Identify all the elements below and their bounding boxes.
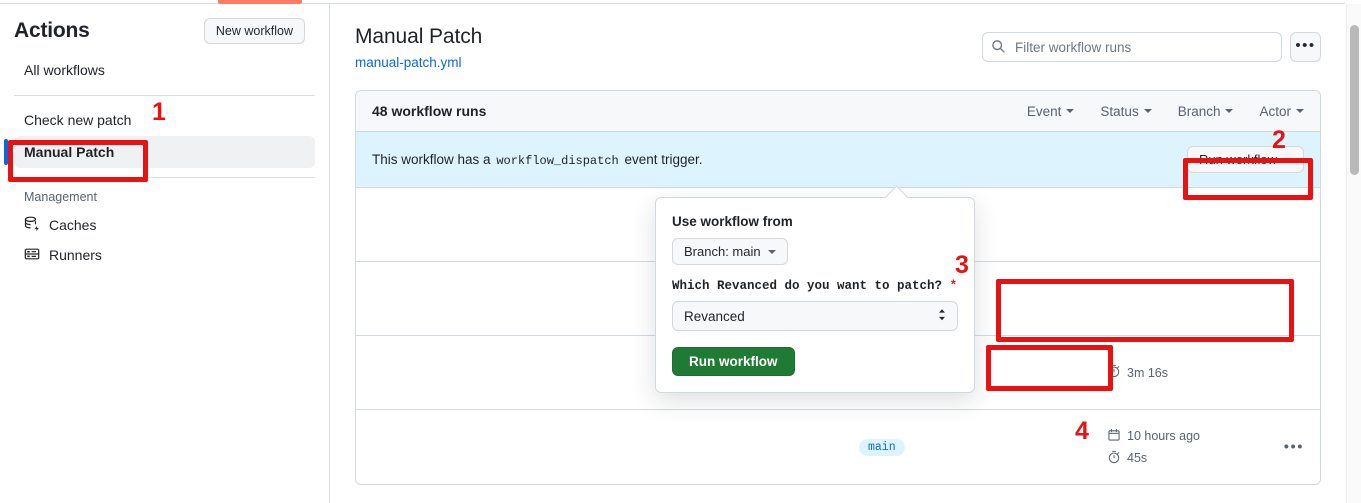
stopwatch-icon (1107, 364, 1121, 381)
filter-actor[interactable]: Actor (1259, 104, 1304, 119)
sidebar-group-management: Management (24, 190, 97, 204)
branch-badge[interactable]: main (859, 438, 905, 456)
new-workflow-button[interactable]: New workflow (203, 18, 305, 44)
sidebar-header: Actions New workflow (0, 4, 329, 54)
filter-branch[interactable]: Branch (1178, 104, 1234, 119)
run-timestamp-text: 10 hours ago (1127, 429, 1200, 444)
run-duration: 3m 16s (1107, 364, 1304, 381)
filter-event[interactable]: Event (1027, 104, 1075, 119)
sidebar-item-runners[interactable]: Runners (14, 240, 315, 270)
sidebar: Actions New workflow All workflows Check… (0, 4, 330, 503)
required-marker: * (949, 279, 958, 293)
runs-count-label: 48 workflow runs (372, 103, 487, 120)
chevron-down-icon (1066, 109, 1075, 114)
cache-icon (24, 216, 40, 235)
sidebar-nav-all: All workflows (0, 54, 329, 86)
branch-select-label: Branch: main (684, 244, 761, 259)
dispatch-text-after: event trigger. (624, 151, 703, 167)
sidebar-item-manual-patch[interactable]: Manual Patch (4, 136, 315, 168)
chevron-down-icon (1143, 109, 1152, 114)
run-workflow-button-label: Run workflow (1198, 152, 1277, 168)
filter-label: Status (1100, 103, 1139, 119)
table-row[interactable]: main 10 hours ago (356, 410, 1320, 484)
search-icon (991, 39, 1006, 59)
sidebar-nav-workflows: Check new patch Manual Patch (0, 104, 329, 168)
page-title-block: Manual Patch manual-patch.yml (355, 24, 482, 70)
sidebar-divider-2 (14, 177, 315, 178)
chevron-down-icon (1284, 157, 1292, 162)
sidebar-item-check-new-patch[interactable]: Check new patch (14, 104, 315, 136)
run-duration: 45s (1107, 450, 1304, 467)
dispatch-text-before: This workflow has a (372, 151, 491, 167)
sidebar-item-label: All workflows (24, 62, 105, 78)
sidebar-divider-1 (14, 95, 315, 96)
top-divider (0, 3, 1345, 4)
sidebar-item-caches[interactable]: Caches (14, 210, 315, 240)
filter-group: Event Status Branch Actor (1027, 104, 1304, 119)
chevron-down-icon (1296, 109, 1304, 114)
sidebar-item-label: Check new patch (24, 112, 132, 128)
run-duration-text: 45s (1127, 451, 1148, 466)
server-icon (24, 246, 40, 265)
page-title: Manual Patch (355, 25, 483, 48)
runs-panel-header: 48 workflow runs Event Status Branch (356, 91, 1320, 133)
sidebar-item-all-workflows[interactable]: All workflows (14, 54, 315, 86)
main-content: Manual Patch manual-patch.yml ••• (331, 4, 1345, 503)
run-workflow-dropdown-panel: Use workflow from Branch: main Which Rev… (655, 197, 975, 393)
search-input[interactable] (982, 32, 1282, 62)
use-workflow-from-label: Use workflow from (672, 214, 793, 229)
main-header: Manual Patch manual-patch.yml ••• (331, 4, 1345, 70)
chevron-down-icon (1225, 109, 1234, 114)
sidebar-item-label: Manual Patch (24, 144, 115, 160)
chevron-down-icon (767, 249, 776, 254)
row-overflow-menu-button[interactable]: ••• (1283, 438, 1304, 456)
branch-select-button[interactable]: Branch: main (672, 238, 788, 265)
run-timestamp: 10 hours ago (1107, 428, 1304, 445)
search-wrapper (982, 32, 1282, 62)
sidebar-item-label: Caches (49, 217, 97, 233)
dispatch-event-code: workflow_dispatch (496, 153, 619, 168)
calendar-icon (1107, 428, 1121, 445)
sidebar-title: Actions (14, 19, 90, 43)
patch-target-field-text: Which Revanced do you want to patch? (672, 279, 943, 293)
dispatch-banner-text: This workflow has a workflow_dispatch ev… (372, 152, 703, 168)
filter-label: Branch (1177, 103, 1221, 119)
filter-label: Event (1026, 103, 1062, 119)
filter-status[interactable]: Status (1100, 103, 1152, 119)
top-progress-bar (218, 0, 302, 4)
patch-target-field-label: Which Revanced do you want to patch? * (672, 279, 958, 293)
sidebar-item-label: Runners (49, 247, 102, 263)
patch-target-select[interactable]: Revanced (672, 301, 958, 331)
submit-run-workflow-button[interactable]: Run workflow (672, 347, 795, 376)
page-scrollbar[interactable] (1346, 4, 1361, 503)
run-meta-cell: 3m 16s (1089, 364, 1304, 381)
run-duration-text: 3m 16s (1127, 365, 1168, 380)
page-overflow-menu-button[interactable]: ••• (1290, 32, 1321, 62)
run-branch-cell: main (859, 438, 1089, 456)
scrollbar-thumb[interactable] (1350, 25, 1359, 175)
patch-target-select-wrapper: Revanced (672, 301, 958, 331)
stopwatch-icon (1107, 450, 1121, 467)
workflow-runs-panel: 48 workflow runs Event Status Branch (355, 90, 1321, 486)
workflow-file-link[interactable]: manual-patch.yml (355, 55, 462, 71)
filter-label: Actor (1259, 103, 1291, 119)
run-workflow-dropdown-button[interactable]: Run workflow (1186, 146, 1304, 174)
run-meta-cell: 10 hours ago 45s (1089, 428, 1304, 467)
workflow-dispatch-banner: This workflow has a workflow_dispatch ev… (356, 132, 1320, 189)
header-actions: ••• (982, 32, 1321, 62)
